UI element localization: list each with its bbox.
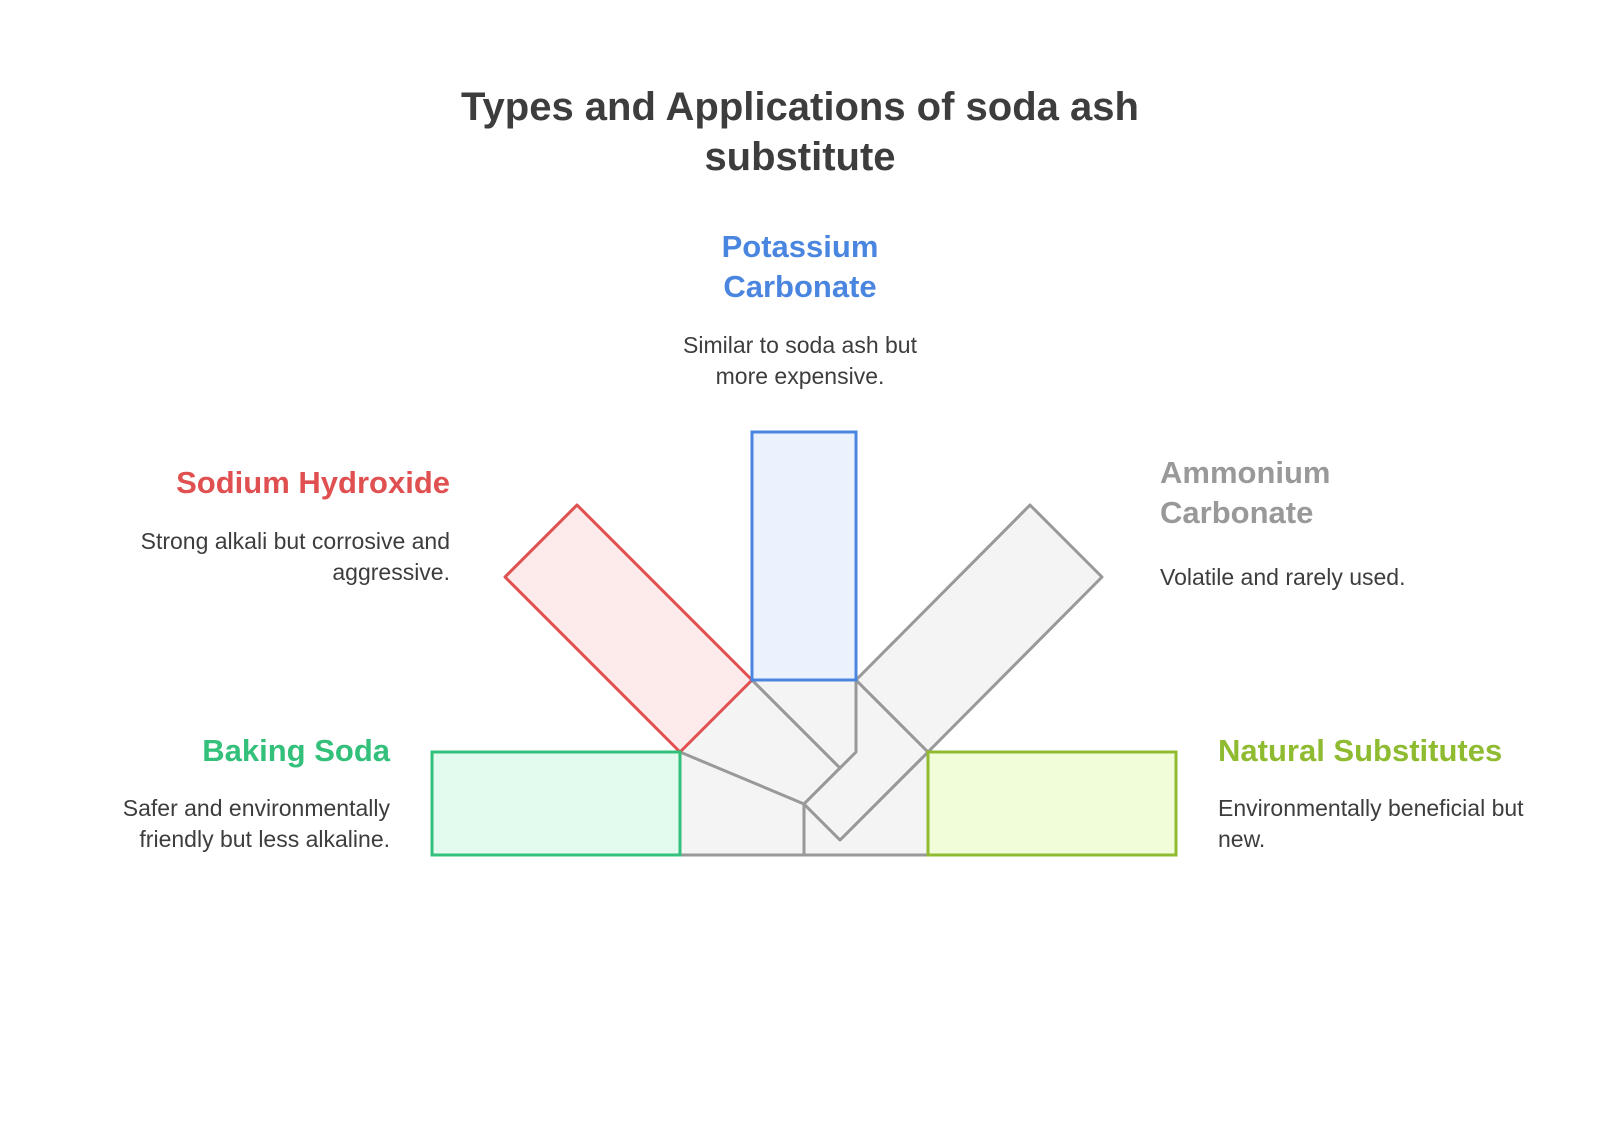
potassium-carbonate-bar xyxy=(750,430,858,682)
potassium-carbonate-heading: Potassium Carbonate xyxy=(721,229,879,304)
potassium-carbonate-description: Similar to soda ash but more expensive. xyxy=(683,332,917,389)
sodium-hydroxide-description: Strong alkali but corrosive and aggressi… xyxy=(140,528,450,585)
sodium-hydroxide-bar xyxy=(503,503,754,754)
baking-soda-heading: Baking Soda xyxy=(202,733,390,768)
baking-soda-description: Safer and environmentally friendly but l… xyxy=(122,795,390,852)
natural-substitutes-description: Environmentally beneficial but new. xyxy=(1218,795,1524,852)
ammonium-carbonate-heading: Ammonium Carbonate xyxy=(1160,455,1331,530)
natural-substitutes-heading: Natural Substitutes xyxy=(1218,733,1503,768)
baking-soda-bar xyxy=(430,750,682,857)
natural-substitutes-bar xyxy=(926,750,1178,857)
ammonium-carbonate-bar xyxy=(854,503,1104,754)
ammonium-carbonate-description: Volatile and rarely used. xyxy=(1160,564,1406,590)
sodium-hydroxide-heading: Sodium Hydroxide xyxy=(176,465,450,500)
diagram-title: Types and Applications of soda ash subst… xyxy=(461,85,1139,179)
